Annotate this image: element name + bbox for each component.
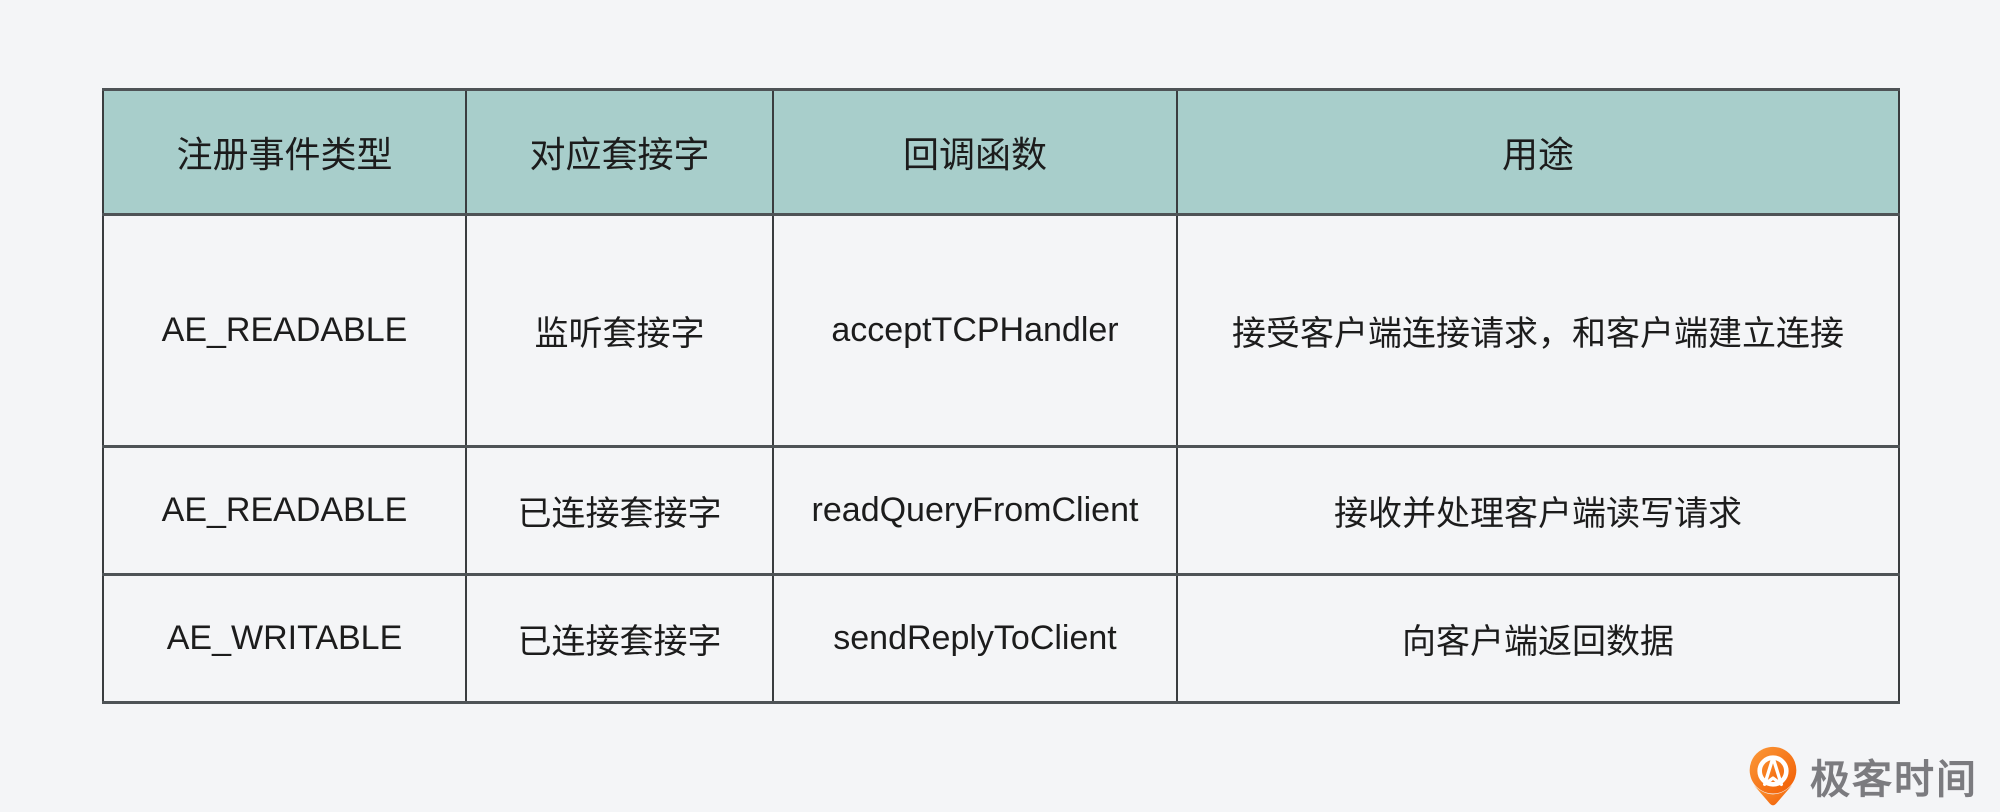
cell-socket: 监听套接字	[465, 213, 774, 448]
cell-usage: 向客户端返回数据	[1176, 573, 1900, 704]
table-body: AE_READABLE 监听套接字 acceptTCPHandler 接受客户端…	[102, 213, 1900, 704]
cell-callback: acceptTCPHandler	[772, 213, 1178, 448]
cell-socket: 已连接套接字	[465, 573, 774, 704]
cell-event-type: AE_READABLE	[102, 213, 467, 448]
table-header: 注册事件类型 对应套接字 回调函数 用途	[102, 88, 1900, 216]
col-header-socket: 对应套接字	[465, 88, 774, 216]
col-header-callback: 回调函数	[772, 88, 1178, 216]
event-registration-table: 注册事件类型 对应套接字 回调函数 用途 AE_READABLE 监听套接字 a…	[102, 88, 1900, 704]
geektime-logo-text: 极客时间	[1810, 758, 1978, 802]
cell-event-type: AE_READABLE	[102, 445, 467, 576]
table-row: AE_READABLE 监听套接字 acceptTCPHandler 接受客户端…	[102, 213, 1900, 448]
table-row: AE_WRITABLE 已连接套接字 sendReplyToClient 向客户…	[102, 573, 1900, 704]
col-header-event-type: 注册事件类型	[102, 88, 467, 216]
geektime-logo-icon	[1749, 746, 1797, 806]
cell-callback: sendReplyToClient	[772, 573, 1178, 704]
col-header-usage: 用途	[1176, 88, 1900, 216]
cell-callback: readQueryFromClient	[772, 445, 1178, 576]
cell-socket: 已连接套接字	[465, 445, 774, 576]
cell-usage: 接收并处理客户端读写请求	[1176, 445, 1900, 576]
header-row: 注册事件类型 对应套接字 回调函数 用途	[102, 88, 1900, 216]
cell-event-type: AE_WRITABLE	[102, 573, 467, 704]
cell-usage: 接受客户端连接请求，和客户端建立连接	[1176, 213, 1900, 448]
table-row: AE_READABLE 已连接套接字 readQueryFromClient 接…	[102, 445, 1900, 576]
geektime-logo: 极客时间	[1748, 746, 1978, 806]
